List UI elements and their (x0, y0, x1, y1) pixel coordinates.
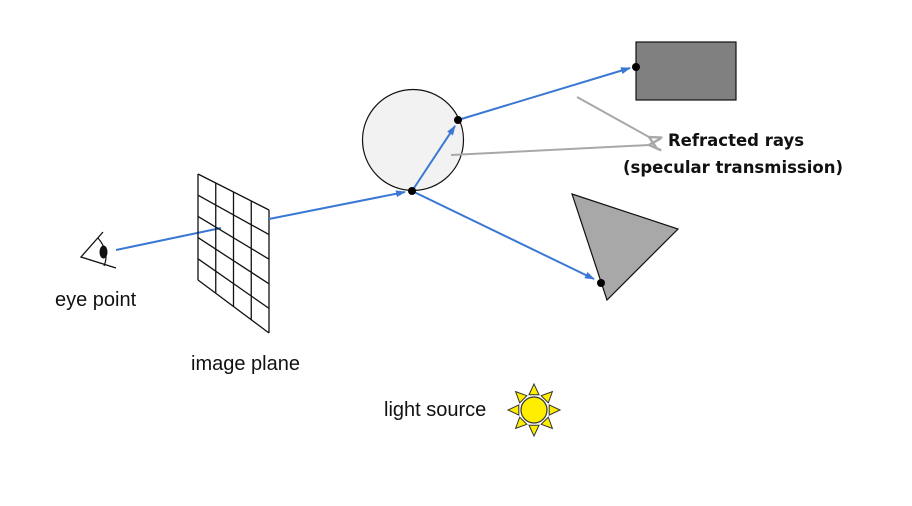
image-plane-label: image plane (191, 353, 300, 375)
refracted-rays-label: Refracted rays (668, 131, 804, 150)
grid-horizontal-line (197, 237, 270, 285)
eye-point-label: eye point (55, 289, 137, 311)
sun-ray (514, 416, 528, 430)
intersection-point-sphere-entry (408, 187, 416, 195)
rectangle-object (635, 41, 737, 101)
sun-ray (540, 416, 554, 430)
sun-ray (528, 424, 540, 438)
sun-ray (548, 404, 562, 416)
refracted-ray-to-rectangle (457, 67, 631, 121)
grid-horizontal-line (197, 194, 270, 236)
sun-icon (506, 382, 562, 438)
intersection-point-rectangle (632, 63, 640, 71)
grid-horizontal-line (197, 173, 270, 211)
eye-icon (79, 231, 117, 269)
grid-horizontal-line (197, 258, 270, 309)
grid-horizontal-line (197, 279, 270, 334)
sun-ray (540, 390, 554, 404)
specular-transmission-label: (specular transmission) (623, 158, 843, 177)
reflected-ray-to-triangle (411, 190, 595, 280)
refracted-ray-internal (411, 125, 456, 192)
light-source-label: light source (384, 399, 486, 421)
annotation-arrow-inner (450, 145, 649, 156)
intersection-point-sphere-exit (454, 116, 462, 124)
triangle-object (571, 193, 680, 302)
primary-ray-segment (115, 227, 222, 251)
image-plane-grid (197, 173, 270, 334)
grid-horizontal-line (197, 215, 270, 260)
sun-ray (506, 404, 520, 416)
intersection-point-triangle (597, 279, 605, 287)
sun-ray (528, 382, 540, 396)
sphere (361, 88, 465, 192)
annotation-arrow-outer (576, 96, 649, 137)
sun-disc (520, 396, 548, 424)
primary-ray (268, 190, 406, 220)
sun-ray (514, 390, 528, 404)
